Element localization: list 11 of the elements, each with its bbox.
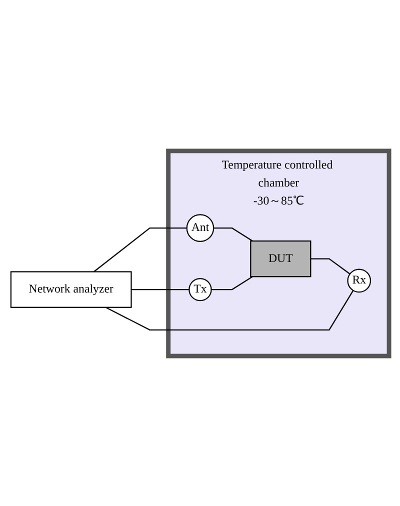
node-circle: Ant [186, 214, 214, 242]
node-circle: Rx [347, 268, 372, 292]
connector [131, 288, 190, 290]
connector [310, 258, 350, 274]
connector [211, 276, 253, 290]
node-box: Network analyzer [10, 270, 132, 308]
connector [106, 290, 354, 330]
connector [94, 227, 187, 272]
connector [214, 227, 253, 242]
node-box: DUT [250, 240, 312, 277]
node-circle: Tx [188, 277, 212, 301]
